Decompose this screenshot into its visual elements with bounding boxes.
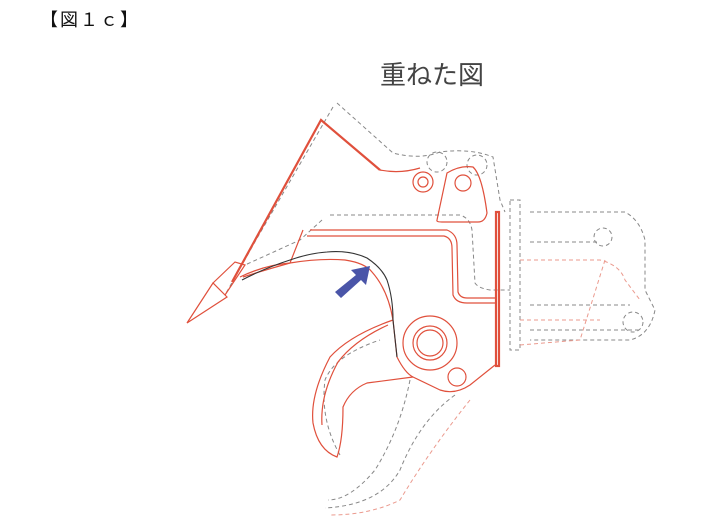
previous-position-outline: [225, 103, 655, 515]
direction-arrow-icon: [335, 266, 370, 298]
